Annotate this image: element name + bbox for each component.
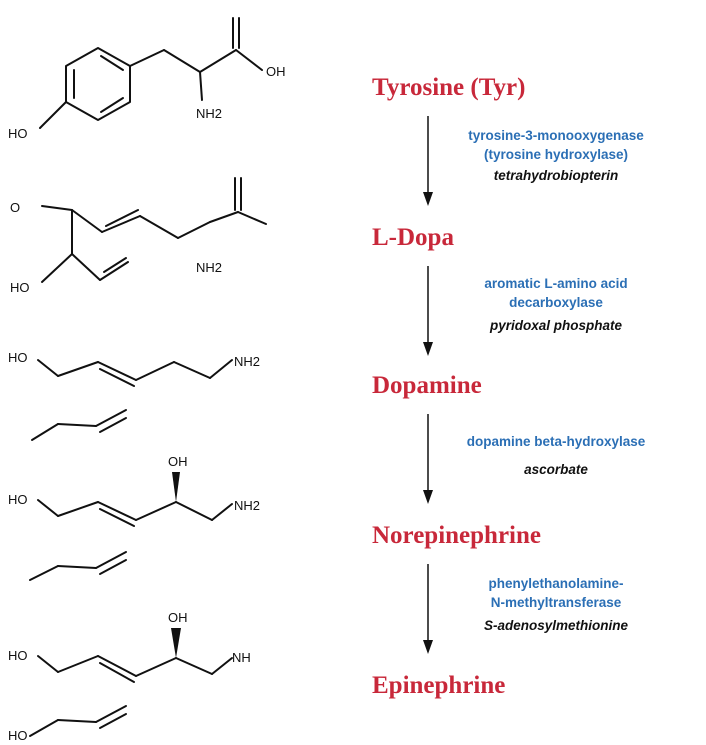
enzyme-line: dopamine beta-hydroxylase [466,434,646,449]
norepinephrine-wedge [172,472,180,502]
reaction-arrow-3 [423,414,433,504]
enzyme-line: phenylethanolamine- [488,576,624,591]
cofactor-label-3: ascorbate [524,462,588,477]
enzyme-label-3: dopamine beta-hydroxylase [430,432,682,451]
atom-label: HO [8,728,28,743]
enzyme-label-1: tyrosine-3-monooxygenase (tyrosine hydro… [430,126,682,164]
atom-label: HO [8,648,28,663]
norepinephrine-structure [29,499,233,581]
atom-label: NH2 [196,106,222,121]
compound-epinephrine: Epinephrine [372,672,506,699]
compound-dopamine: Dopamine [372,372,482,399]
atom-label: OH [266,64,286,79]
l-dopa-structure [41,177,267,283]
enzyme-line: decarboxylase [509,295,603,310]
enzyme-line: (tyrosine hydroxylase) [483,147,629,162]
cofactor-label-1: tetrahydrobiopterin [493,168,619,183]
atom-label: HO [8,126,28,141]
epinephrine-wedge [171,628,181,658]
enzyme-line: tyrosine-3-monooxygenase [468,128,644,143]
atom-label: NH2 [234,354,260,369]
dopamine-structure [31,359,233,441]
enzyme-label-2: aromatic L-amino acid decarboxylase [430,274,682,312]
enzyme-line: N-methyltransferase [490,595,622,610]
structure-drawings: HO OH NH2 O HO NH2 HO NH2 HO OH NH2 HO O… [8,17,286,743]
atom-label: HO [10,280,30,295]
atom-label: NH2 [234,498,260,513]
atom-label: HO [8,492,28,507]
atom-label: NH [232,650,251,665]
enzyme-line: aromatic L-amino acid [484,276,628,291]
cofactor-label-4: S-adenosylmethionine [483,618,629,633]
atom-label: OH [168,610,188,625]
compound-tyrosine: Tyrosine (Tyr) [372,74,526,101]
cofactor-label-2: pyridoxal phosphate [489,318,623,333]
enzyme-label-4: phenylethanolamine- N-methyltransferase [430,574,682,612]
compound-norepinephrine: Norepinephrine [372,522,541,549]
compound-l-dopa: L-Dopa [372,224,454,251]
atom-label: HO [8,350,28,365]
reaction-arrow-2 [423,266,433,356]
reaction-arrow-4 [423,564,433,654]
atom-label: OH [168,454,188,469]
reaction-arrow-1 [423,116,433,206]
epinephrine-structure [29,655,233,737]
atom-label: NH2 [196,260,222,275]
tyrosine-structure [39,17,263,129]
atom-label: O [10,200,20,215]
